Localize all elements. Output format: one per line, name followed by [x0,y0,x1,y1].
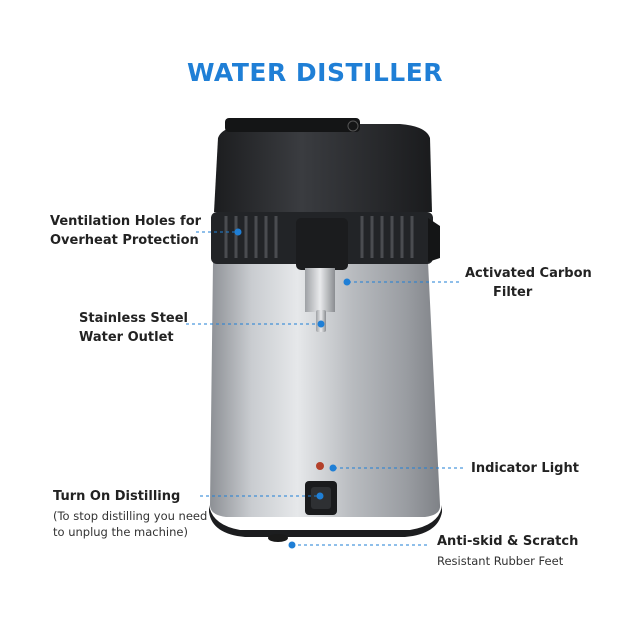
side-handle [428,218,440,262]
callout-turn-on: Turn On Distilling [53,489,181,504]
lid-knob [347,120,359,132]
callout-indicator: Indicator Light [471,461,579,476]
callout-dots [234,228,351,549]
callout-turn-on-note1: (To stop distilling you need [53,509,208,523]
indicator-light [316,462,324,470]
steel-body [210,262,441,517]
rubber-foot [268,534,288,542]
ventilation-holes [224,216,414,258]
spout-block [296,218,348,270]
callout-turn-on-note2: to unplug the machine) [53,525,188,539]
callout-outlet: Stainless Steel Water Outlet [79,311,189,345]
page-title: WATER DISTILLER [186,58,444,87]
callout-feet: Anti-skid & Scratch [437,534,579,549]
lid-top-handle [225,118,360,132]
callout-lines [186,231,464,546]
lid [214,124,432,212]
spout-tube [305,268,335,312]
callout-carbon-filter: Activated Carbon Filter [465,266,592,300]
callout-ventilation: Ventilation Holes for Overheat Protectio… [50,214,202,248]
callout-feet-note: Resistant Rubber Feet [437,554,564,568]
black-base [209,505,442,537]
